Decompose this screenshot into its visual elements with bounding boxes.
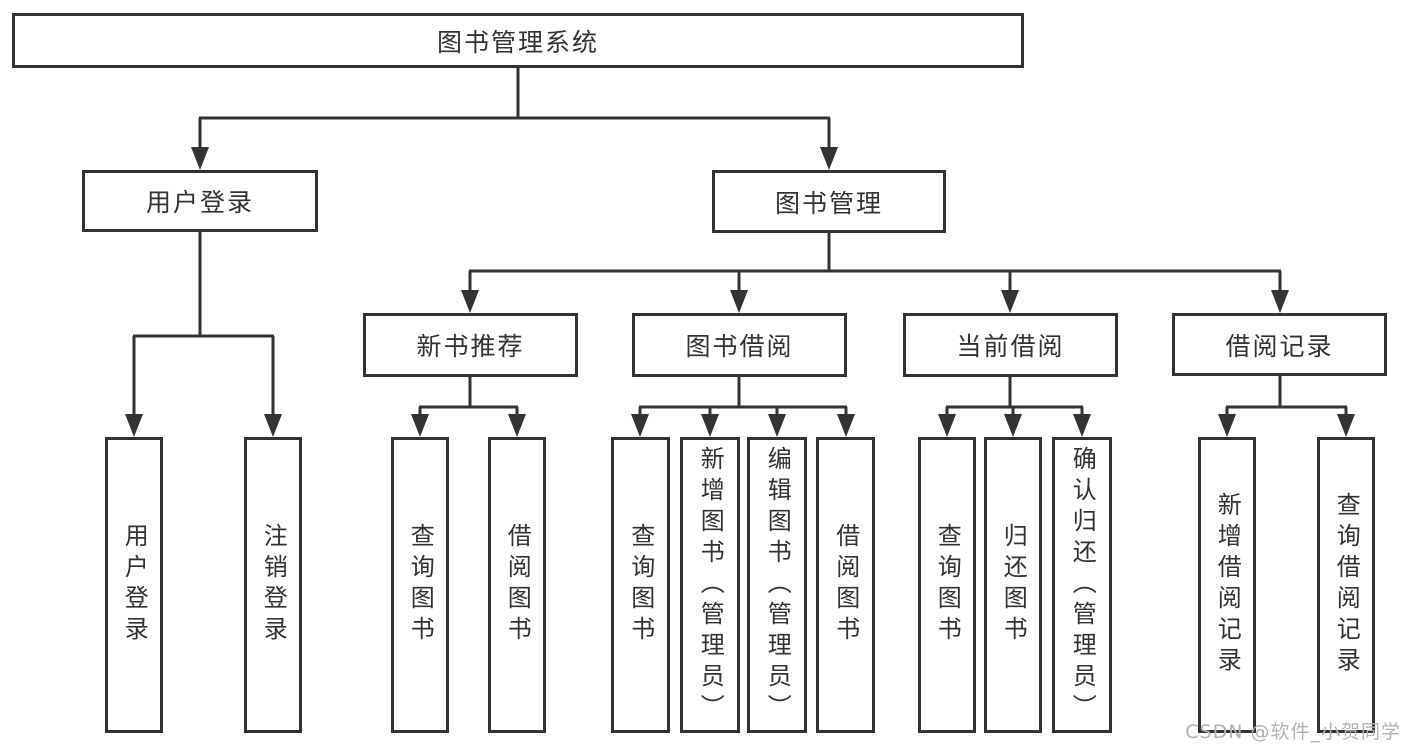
node-current-borrowing: 当前借阅 bbox=[903, 313, 1118, 377]
node-book-borrowing-label: 图书借阅 bbox=[685, 332, 794, 361]
node-library-system: 图书管理系统 bbox=[12, 13, 1024, 68]
leaf-borrow-edit-books-admin-label: 编辑图书（管理员） bbox=[763, 445, 792, 725]
leaf-current-confirm-return-admin: 确认归还（管理员） bbox=[1052, 437, 1112, 733]
watermark-text: CSDN @软件_小贺同学 bbox=[1185, 721, 1401, 743]
node-library-system-label: 图书管理系统 bbox=[436, 27, 599, 57]
leaf-current-query-books: 查询图书 bbox=[918, 437, 976, 733]
node-book-management-label: 图书管理 bbox=[774, 188, 883, 218]
leaf-logout: 注销登录 bbox=[244, 437, 302, 733]
connector-user-login bbox=[125, 232, 282, 437]
node-user-login-label: 用户登录 bbox=[145, 188, 254, 217]
leaf-newrec-query-books-label: 查询图书 bbox=[406, 523, 435, 647]
connector-new-book-recommend bbox=[411, 377, 526, 437]
connector-borrow-records bbox=[1218, 376, 1355, 437]
node-user-login: 用户登录 bbox=[82, 170, 318, 232]
leaf-records-query-borrow-record-label: 查询借阅记录 bbox=[1332, 492, 1361, 678]
leaf-borrow-edit-books-admin: 编辑图书（管理员） bbox=[747, 437, 807, 733]
leaf-borrow-add-books-admin-label: 新增图书（管理员） bbox=[696, 445, 725, 725]
connector-book-borrowing bbox=[631, 377, 855, 437]
node-borrow-records: 借阅记录 bbox=[1172, 313, 1387, 376]
leaf-current-return-books-label: 归还图书 bbox=[999, 523, 1028, 647]
leaf-borrow-borrow-books: 借阅图书 bbox=[816, 437, 875, 733]
leaf-records-add-borrow-record-label: 新增借阅记录 bbox=[1213, 492, 1242, 678]
node-book-management: 图书管理 bbox=[712, 170, 946, 233]
leaf-newrec-borrow-books: 借阅图书 bbox=[488, 437, 546, 733]
connector-root bbox=[191, 68, 838, 170]
leaf-current-confirm-return-admin-label: 确认归还（管理员） bbox=[1068, 445, 1097, 725]
leaf-newrec-query-books: 查询图书 bbox=[391, 437, 449, 733]
connector-current-borrowing bbox=[938, 377, 1091, 437]
leaf-borrow-add-books-admin: 新增图书（管理员） bbox=[680, 437, 740, 733]
leaf-records-add-borrow-record: 新增借阅记录 bbox=[1198, 437, 1256, 733]
leaf-user-login: 用户登录 bbox=[105, 437, 163, 733]
leaf-newrec-borrow-books-label: 借阅图书 bbox=[503, 523, 532, 647]
connector-book-management bbox=[461, 233, 1289, 313]
leaf-borrow-borrow-books-label: 借阅图书 bbox=[831, 523, 860, 647]
node-book-borrowing: 图书借阅 bbox=[632, 313, 847, 377]
node-new-book-recommend: 新书推荐 bbox=[363, 313, 578, 377]
leaf-borrow-query-books: 查询图书 bbox=[611, 437, 670, 733]
leaf-user-login-label: 用户登录 bbox=[120, 523, 149, 647]
leaf-current-return-books: 归还图书 bbox=[984, 437, 1042, 733]
leaf-records-query-borrow-record: 查询借阅记录 bbox=[1317, 437, 1375, 733]
leaf-logout-label: 注销登录 bbox=[259, 523, 288, 647]
leaf-current-query-books-label: 查询图书 bbox=[933, 523, 962, 647]
node-borrow-records-label: 借阅记录 bbox=[1225, 331, 1334, 361]
node-new-book-recommend-label: 新书推荐 bbox=[416, 332, 525, 361]
node-current-borrowing-label: 当前借阅 bbox=[956, 332, 1065, 361]
leaf-borrow-query-books-label: 查询图书 bbox=[626, 523, 655, 647]
